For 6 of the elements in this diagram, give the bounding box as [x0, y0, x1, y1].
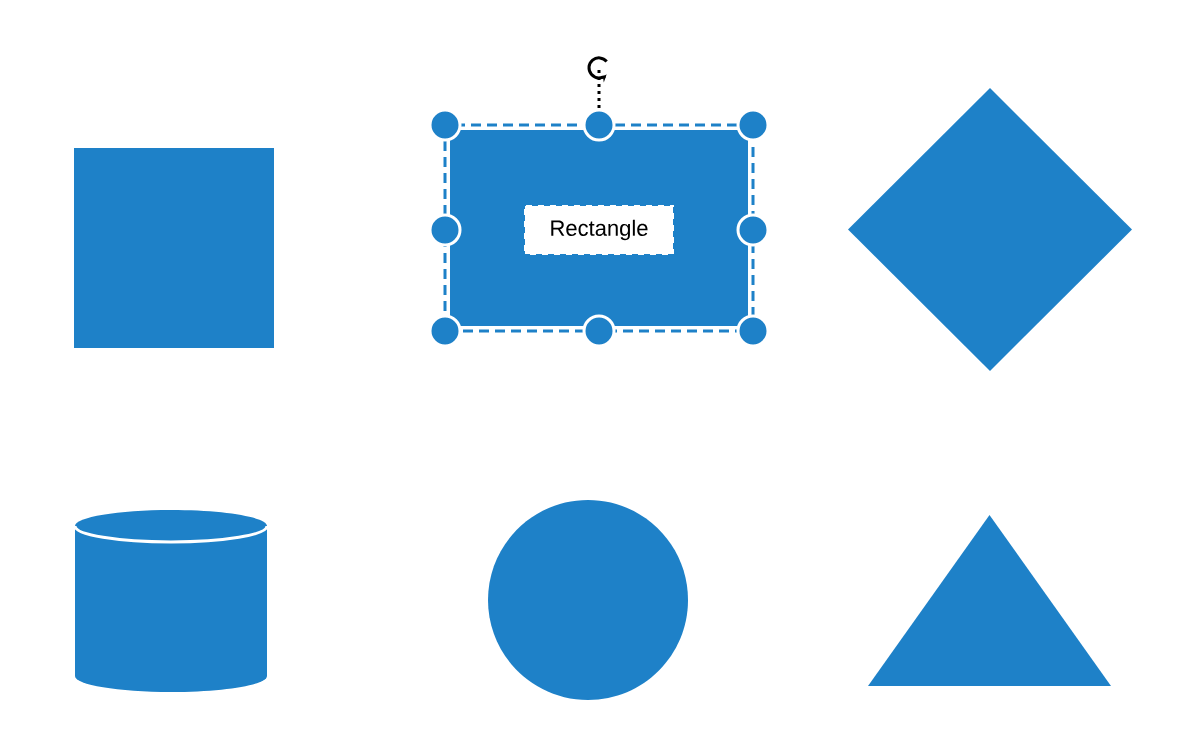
square — [74, 148, 274, 348]
diamond — [848, 88, 1132, 371]
text-box: Rectangle — [523, 204, 675, 256]
cylinder — [73, 510, 269, 692]
triangle — [868, 515, 1111, 686]
circle — [488, 500, 688, 700]
